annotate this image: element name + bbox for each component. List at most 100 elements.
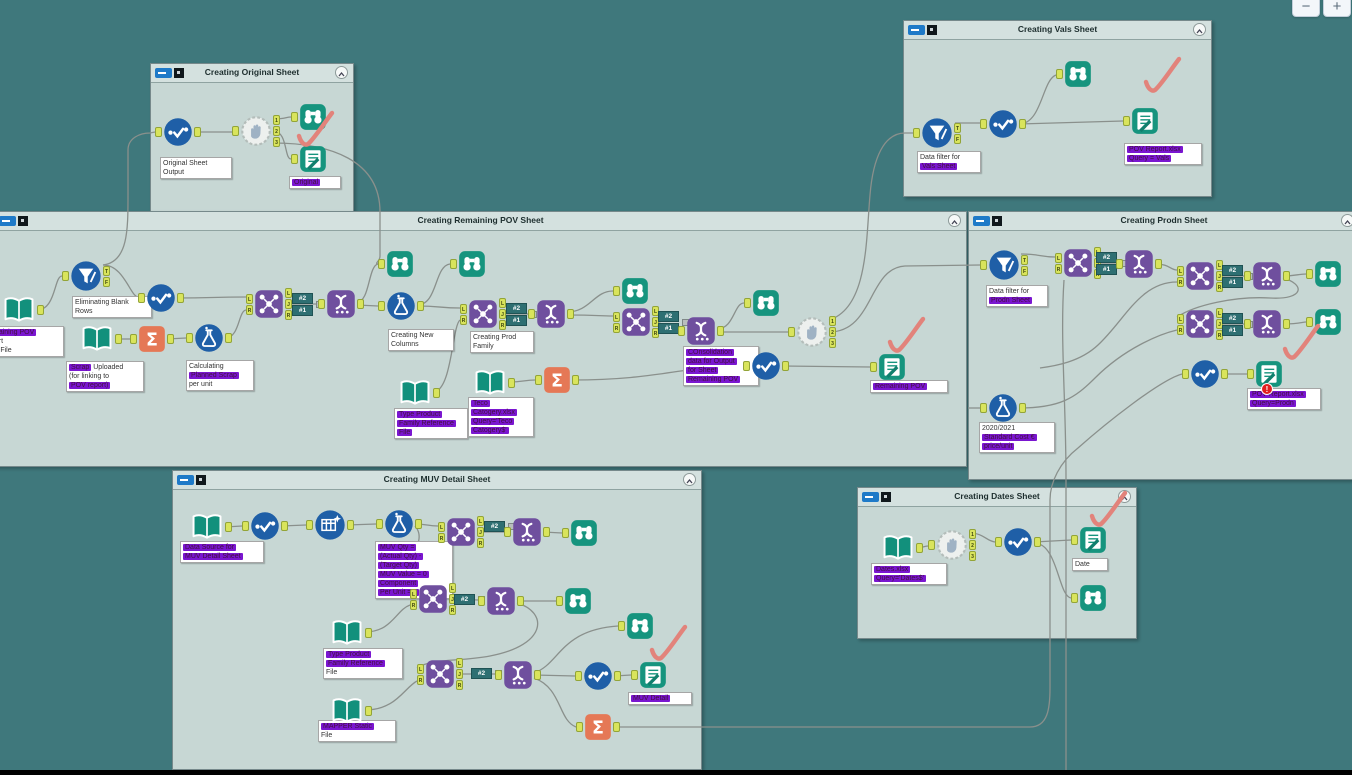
formula-tool[interactable] <box>376 509 422 539</box>
union-tool[interactable] <box>528 299 574 329</box>
input-data-tool[interactable] <box>330 694 372 728</box>
anchor-plain <box>980 119 987 129</box>
browse-tool[interactable] <box>613 277 649 305</box>
select-mini-tool[interactable]: #2 <box>1222 265 1243 276</box>
input-data-tool[interactable] <box>190 510 232 544</box>
container-enable-toggle[interactable] <box>0 216 16 226</box>
input-data-tool[interactable] <box>330 616 372 650</box>
input-data-tool[interactable] <box>398 376 440 410</box>
collapse-button[interactable] <box>1341 214 1352 227</box>
container-enable-toggle[interactable] <box>973 216 990 226</box>
union-tool[interactable] <box>318 289 364 319</box>
output-data-tool[interactable] <box>631 661 667 689</box>
output-data-tool[interactable]: ! <box>1247 360 1283 395</box>
select-tool[interactable] <box>242 511 288 541</box>
select-tool[interactable] <box>980 109 1026 139</box>
anchor-R: R <box>456 680 463 690</box>
select-tool[interactable] <box>575 661 621 691</box>
summarize-tool[interactable]: Σ <box>130 325 174 353</box>
select-mini-tool[interactable]: #1 <box>506 315 527 326</box>
zoom-out-button[interactable]: − <box>1292 0 1320 17</box>
output-data-tool[interactable] <box>291 145 327 173</box>
select-mini-tool[interactable]: #2 <box>1096 252 1117 263</box>
collapse-button[interactable] <box>683 473 696 486</box>
select-tool[interactable] <box>138 283 184 313</box>
formula-tool[interactable] <box>378 291 424 321</box>
browse-tool[interactable] <box>1056 60 1092 88</box>
select-mini-tool[interactable]: #1 <box>1222 277 1243 288</box>
summarize-tool[interactable]: Σ <box>535 366 579 394</box>
summarize-tool[interactable]: Σ <box>576 713 620 741</box>
select-tool[interactable] <box>1182 359 1228 389</box>
container-enable-toggle[interactable] <box>177 475 194 485</box>
collapse-button[interactable] <box>948 214 961 227</box>
container-enable-toggle[interactable] <box>908 25 925 35</box>
formula-tool[interactable] <box>980 393 1026 423</box>
browse-tool[interactable] <box>1306 308 1342 336</box>
input-data-tool[interactable] <box>2 293 44 327</box>
anchor-plain <box>1182 369 1189 379</box>
formula-tool[interactable] <box>186 323 232 353</box>
select-mini-tool[interactable]: #2 <box>292 293 313 304</box>
select-tool[interactable] <box>995 527 1041 557</box>
output-document-icon <box>878 353 906 381</box>
browse-tool[interactable] <box>562 519 598 547</box>
input-data-tool[interactable] <box>473 366 515 400</box>
union-tool[interactable] <box>504 517 550 547</box>
union-tool[interactable] <box>1244 261 1290 291</box>
select-mini-tool[interactable]: #2 <box>658 311 679 322</box>
browse-tool[interactable] <box>450 250 486 278</box>
union-tool[interactable] <box>495 660 541 690</box>
select-mini-tool[interactable]: #2 <box>506 303 527 314</box>
container-enable-toggle[interactable] <box>862 492 879 502</box>
browse-tool[interactable] <box>618 612 654 640</box>
union-tool[interactable] <box>678 316 724 346</box>
container-enable-toggle[interactable] <box>155 68 172 78</box>
browse-tool[interactable] <box>1306 260 1342 288</box>
browse-tool[interactable] <box>291 103 327 131</box>
union-tool[interactable] <box>1116 249 1162 279</box>
select-mini-tool[interactable]: #2 <box>1222 313 1243 324</box>
select-tool[interactable] <box>743 351 789 381</box>
book-icon <box>330 694 364 728</box>
select-tool[interactable] <box>155 117 201 147</box>
union-tool[interactable] <box>478 586 524 616</box>
collapse-button[interactable] <box>335 66 348 79</box>
select-mini-tool[interactable]: #1 <box>1222 325 1243 336</box>
browse-tool[interactable] <box>378 250 414 278</box>
select-mini-tool[interactable]: #2 <box>471 668 492 679</box>
zoom-in-button[interactable]: + <box>1323 0 1351 17</box>
anchor-plain <box>1247 369 1254 379</box>
browse-tool[interactable] <box>744 289 780 317</box>
select-mini-tool[interactable]: #2 <box>454 594 475 605</box>
select-mini-tool[interactable]: #1 <box>292 305 313 316</box>
collapse-button[interactable] <box>1193 23 1206 36</box>
output-data-tool[interactable] <box>870 353 906 381</box>
anchor-plain <box>495 670 502 680</box>
output-data-tool[interactable] <box>1071 526 1107 554</box>
browse-tool[interactable] <box>556 587 592 615</box>
input-data-tool[interactable] <box>881 531 923 565</box>
anchor-plain <box>613 286 620 296</box>
output-data-tool[interactable] <box>1123 107 1159 135</box>
anchor-plain <box>415 519 422 529</box>
input-data-tool[interactable] <box>80 322 122 356</box>
select-mini-tool[interactable]: #1 <box>1096 264 1117 275</box>
data-cleansing-tool[interactable] <box>306 509 354 541</box>
browse-tool[interactable] <box>1071 584 1107 612</box>
union-tool[interactable] <box>1244 309 1290 339</box>
join-hub-icon <box>1185 309 1215 339</box>
select-mini-tool[interactable]: #2 <box>484 521 505 532</box>
